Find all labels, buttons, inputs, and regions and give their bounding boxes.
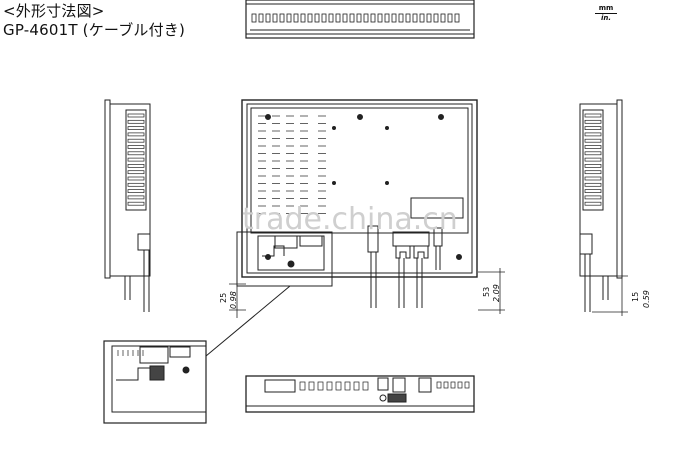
vent-slot	[370, 13, 376, 23]
side-dimensions	[592, 272, 628, 316]
unit-inch: in.	[600, 14, 612, 22]
vent-slot	[127, 170, 145, 175]
vent-slot	[362, 381, 369, 391]
vent-slot	[127, 164, 145, 168]
unit-mm: mm	[595, 4, 617, 14]
model-label: GP-4601T (ケーブル付き)	[3, 21, 186, 39]
vent-slot	[314, 13, 320, 23]
vent-slot	[384, 13, 390, 23]
left-side-view	[104, 99, 151, 312]
vent-slot	[464, 381, 470, 389]
vent-slot	[127, 151, 145, 156]
vent-slot	[447, 13, 453, 23]
vent-slot	[584, 189, 602, 193]
top-view	[245, 0, 475, 39]
vent-slot	[251, 13, 257, 23]
vent-slot	[279, 13, 285, 23]
vent-slot	[584, 157, 602, 162]
vent-slot	[405, 13, 411, 23]
vent-slot	[307, 13, 313, 23]
vent-slot	[356, 13, 362, 23]
vent-slot	[299, 381, 306, 391]
dim-front-bottom-in: 0.98	[229, 291, 238, 309]
vent-slot	[584, 201, 602, 206]
vent-slot	[258, 13, 264, 23]
dim-front-bottom-mm: 25	[219, 293, 228, 303]
vent-slot	[127, 195, 145, 200]
vent-slot	[272, 13, 278, 23]
bottom-view	[245, 375, 475, 413]
vent-slot	[584, 195, 602, 200]
vent-slot	[584, 164, 602, 168]
vent-slot	[377, 13, 383, 23]
front-view	[236, 99, 478, 308]
vent-slot	[342, 13, 348, 23]
vent-slot	[344, 381, 351, 391]
vent-slot	[419, 13, 425, 23]
vent-slot	[584, 132, 602, 137]
watermark: trade.china.cn	[242, 202, 458, 237]
vent-slot	[584, 138, 602, 143]
vent-slot	[328, 13, 334, 23]
vent-slot	[326, 381, 333, 391]
vent-slot	[457, 381, 463, 389]
vent-slot	[127, 132, 145, 137]
vent-slot	[443, 381, 449, 389]
unit-legend: mm in.	[595, 4, 617, 22]
vent-slot	[363, 13, 369, 23]
vent-slot	[349, 13, 355, 23]
detail-inset	[103, 285, 291, 424]
right-side-view	[579, 99, 623, 312]
vent-slot	[265, 13, 271, 23]
vent-slot	[127, 201, 145, 206]
dim-front-right-mm: 53	[482, 287, 491, 297]
vent-slot	[454, 13, 460, 23]
vent-slot	[584, 151, 602, 156]
vent-slot	[584, 119, 602, 124]
vent-slot	[317, 381, 324, 391]
vent-slot	[440, 13, 446, 23]
vent-slot	[127, 182, 145, 187]
vent-slot	[300, 13, 306, 23]
vent-slot	[398, 13, 404, 23]
dim-front-right-in: 2.09	[492, 284, 501, 302]
diagram-title: <外形寸法図>	[3, 2, 105, 20]
vent-slot	[450, 381, 456, 389]
vent-slot	[286, 13, 292, 23]
vent-slot	[308, 381, 315, 391]
vent-slot	[391, 13, 397, 23]
vent-slot	[127, 189, 145, 193]
vent-slot	[433, 13, 439, 23]
dim-side-mm: 15	[631, 292, 640, 302]
vent-slot	[127, 126, 145, 130]
vent-slot	[127, 157, 145, 162]
vent-slot	[335, 13, 341, 23]
vent-slot	[293, 13, 299, 23]
vent-slot	[584, 176, 602, 181]
vent-slot	[412, 13, 418, 23]
vent-slot	[426, 13, 432, 23]
vent-slot	[127, 138, 145, 143]
vent-slot	[127, 113, 145, 118]
dim-side-in: 0.59	[642, 290, 651, 308]
vent-slot	[436, 381, 442, 389]
vent-slot	[127, 119, 145, 124]
vent-slot	[127, 145, 145, 149]
vent-slot	[584, 126, 602, 130]
vent-slot	[353, 381, 360, 391]
vent-slot	[127, 176, 145, 181]
vent-slot	[584, 113, 602, 118]
front-dimensions	[229, 268, 505, 318]
vent-slot	[584, 182, 602, 187]
vent-slot	[584, 145, 602, 149]
vent-slot	[335, 381, 342, 391]
vent-slot	[584, 170, 602, 175]
vent-slot	[321, 13, 327, 23]
